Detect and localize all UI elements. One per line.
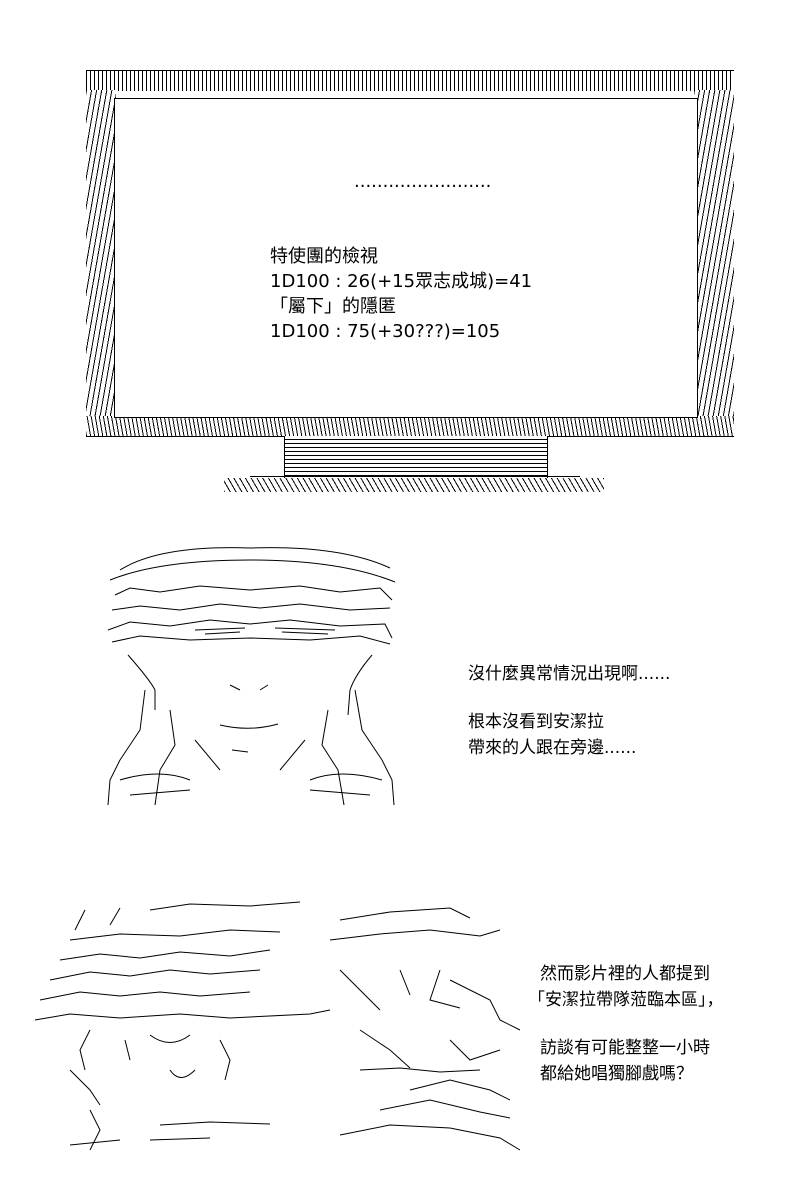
panel3-line-3: 訪談有可能整整一小時 (540, 1038, 710, 1058)
monitor-frame-right (694, 90, 734, 416)
character-art-group (34, 901, 521, 1151)
panel2-line-2: 根本沒看到安潔拉 (468, 712, 604, 732)
screen-line-4: 1D100 : 75(+30???)=105 (270, 321, 501, 342)
panel2-line-3: 帶來的人跟在旁邊...... (468, 738, 637, 758)
panel3-line-1: 然而影片裡的人都提到 (540, 964, 710, 984)
monitor-frame-left (86, 90, 116, 416)
monitor-stand-neck (284, 436, 548, 480)
monitor-screen (114, 98, 698, 418)
panel2-line-1: 沒什麼異常情況出現啊...... (468, 664, 671, 684)
monitor-stand-base (224, 478, 604, 492)
monitor-stand-edge (250, 476, 580, 477)
panel3-line-4: 都給她唱獨腳戲嗎？ (540, 1064, 693, 1084)
screen-line-2: 1D100 : 26(+15眾志成城)=41 (270, 271, 533, 292)
monitor-frame-top (86, 70, 734, 91)
screen-line-1: 特使團的檢視 (270, 246, 378, 267)
character-art-figure (107, 547, 396, 806)
panel3-line-2: 「安潔拉帶隊蒞臨本區」， (528, 990, 724, 1010)
monitor-frame-bottom (86, 416, 734, 437)
screen-dots: ........................ (354, 171, 492, 192)
screen-line-3: 「屬下」的隱匿 (270, 296, 396, 317)
